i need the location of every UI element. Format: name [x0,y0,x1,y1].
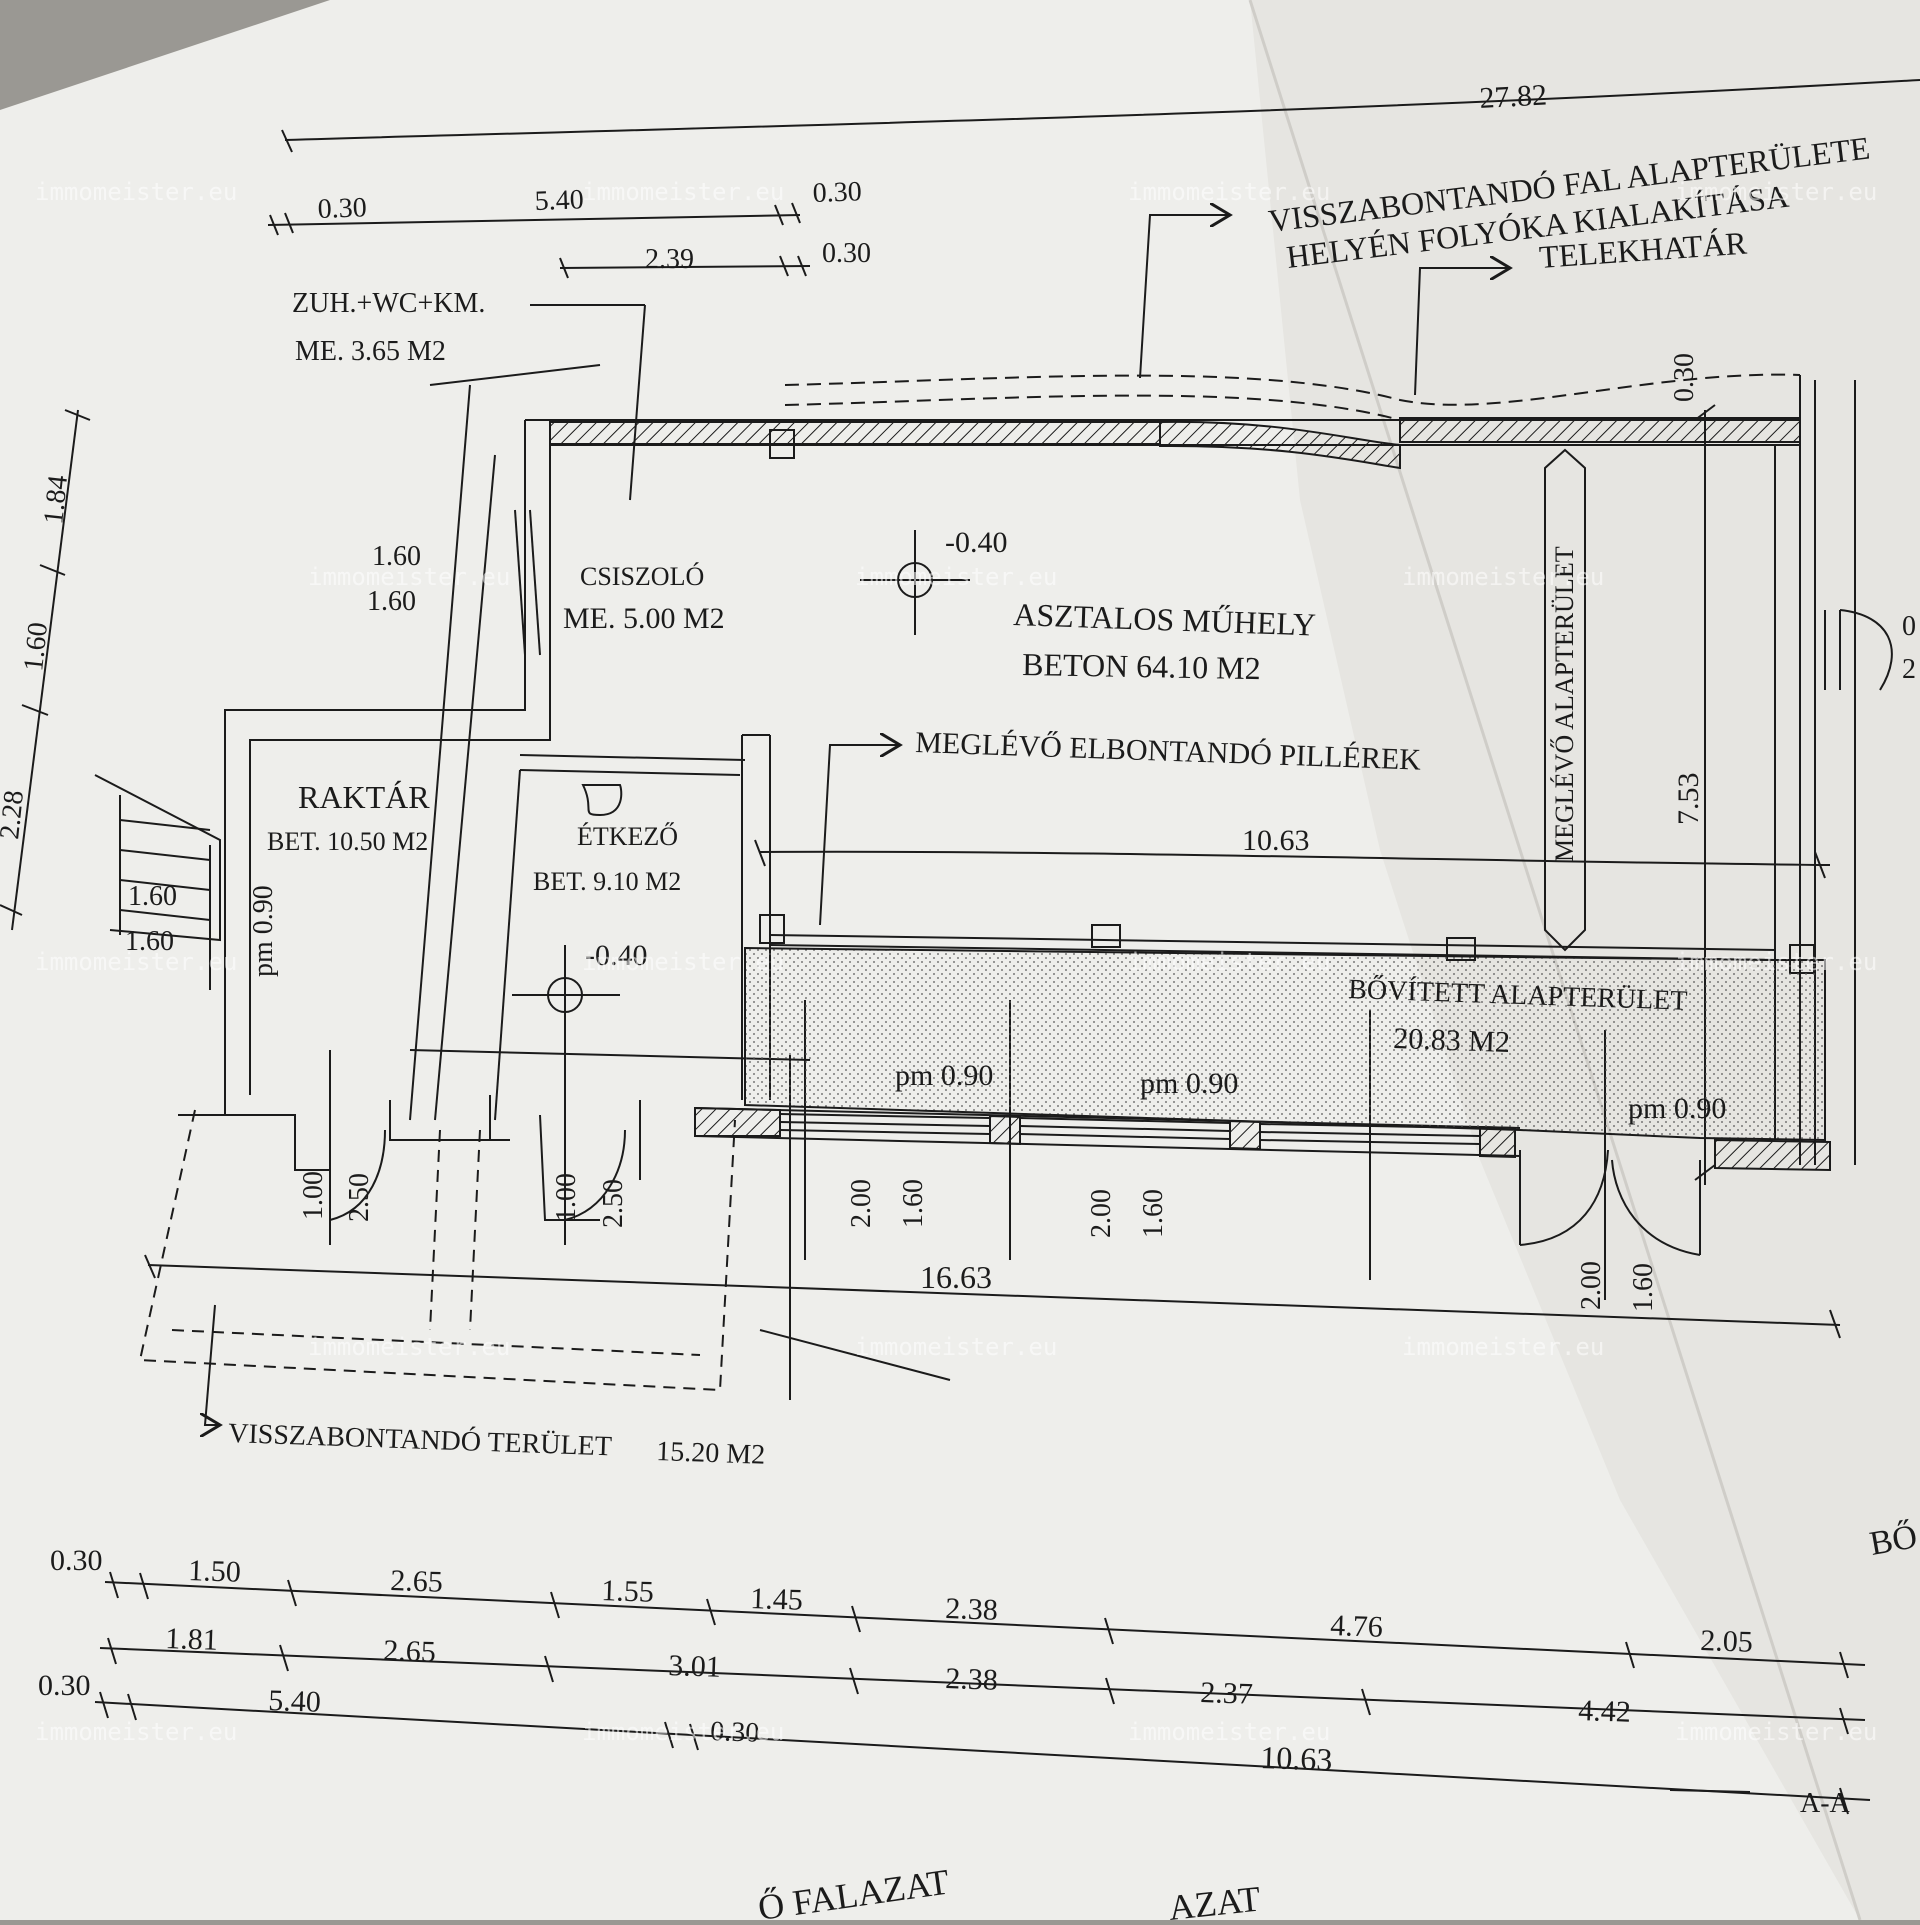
watermark: immomeister.eu [1402,1333,1604,1361]
dim-left-228: 2.28 [0,789,30,841]
dim-top-030b: 0.30 [812,176,862,209]
watermark: immomeister.eu [582,178,784,206]
door-dim-3: 1.00 [551,1173,582,1222]
dim-total-1663: 16.63 [920,1259,992,1295]
bo-partial: BŐ [1867,1517,1920,1563]
hatched-walls [549,417,1831,1172]
right-edge-1: 0 [1902,611,1916,642]
window-h-3b: 1.60 [1628,1263,1659,1312]
b1-4: 1.45 [750,1582,804,1617]
watermark: immomeister.eu [35,178,237,206]
window-h-2a: 2.00 [1086,1189,1117,1238]
b1-5: 2.38 [945,1592,999,1627]
top-total-dimension: 27.82 [1479,79,1548,115]
b3-2: 0.30 [710,1716,760,1749]
b2-4: 2.37 [1200,1676,1254,1711]
b2-5: 4.42 [1578,1694,1632,1729]
dim-csiszolo-a: 1.60 [372,541,421,572]
watermark: immomeister.eu [35,1718,237,1746]
csiszolo-label: CSISZOLÓ [580,562,704,591]
b1-1: 1.50 [188,1554,242,1589]
csiszolo-area: ME. 5.00 M2 [563,602,725,635]
dining-label: ÉTKEZŐ [577,822,678,851]
watermark: immomeister.eu [1402,563,1604,591]
dim-top-540: 5.40 [534,184,584,217]
dim-stair-a: 1.60 [128,881,177,912]
dim-left-160: 1.60 [18,621,54,673]
watermark: immomeister.eu [35,948,237,976]
extended-area-value: 20.83 M2 [1393,1022,1511,1059]
storage-label: RAKTÁR [298,779,430,815]
dim-top-030a: 0.30 [317,192,367,225]
dim-top-239: 2.39 [645,244,694,275]
watermarks: immomeister.eu immomeister.eu immomeiste… [35,178,1877,1746]
bathroom-label: ZUH.+WC+KM. [292,288,485,319]
watermark: immomeister.eu [855,1333,1057,1361]
dim-left-184: 1.84 [38,474,74,526]
pm-window-3: pm 0.90 [1628,1092,1726,1125]
b1-2: 2.65 [390,1564,444,1599]
watermark: immomeister.eu [582,948,784,976]
door-dim-2: 2.50 [344,1173,375,1222]
watermark: immomeister.eu [308,1333,510,1361]
dim-top-030c: 0.30 [822,238,871,269]
window-h-1a: 2.00 [846,1179,877,1228]
pm-left: pm 0.90 [248,885,279,977]
demolish-area-value: 15.20 M2 [656,1436,766,1471]
bathroom-area: ME. 3.65 M2 [295,336,446,367]
level-etkezo: -0.40 [585,939,648,972]
watermark: immomeister.eu [1675,948,1877,976]
pm-window-1: pm 0.90 [895,1059,993,1092]
door-dim-4: 2.50 [598,1179,629,1228]
watermark: immomeister.eu [582,1718,784,1746]
watermark: immomeister.eu [308,563,510,591]
dim-inner-1063: 10.63 [1242,824,1310,857]
watermark: immomeister.eu [1675,178,1877,206]
b2-3: 2.38 [945,1662,999,1697]
dim-wall-030: 0.30 [1669,353,1700,402]
door-dim-1: 1.00 [298,1171,329,1220]
watermark: immomeister.eu [1128,1718,1330,1746]
window-h-1b: 1.60 [898,1179,929,1228]
dining-area: BET. 9.10 M2 [533,867,681,896]
extended-area [744,946,1826,1142]
b2-2: 3.01 [668,1649,722,1684]
existing-area-label: MEGLÉVŐ ALAPTERÜLET [1550,546,1579,862]
linework [0,79,1920,1815]
watermark: immomeister.eu [1128,178,1330,206]
b1-3: 1.55 [601,1574,655,1609]
b1-7: 2.05 [1700,1624,1754,1659]
b1-0: 0.30 [50,1544,103,1577]
window-h-3a: 2.00 [1576,1261,1607,1310]
workshop-area: BETON 64.10 M2 [1022,646,1261,686]
pm-window-2: pm 0.90 [1140,1067,1238,1100]
dim-stair-b: 1.60 [125,926,174,957]
section-mark: A-A [1800,1788,1851,1819]
watermark: immomeister.eu [1675,1718,1877,1746]
watermark: immomeister.eu [855,563,1057,591]
b1-6: 4.76 [1330,1609,1384,1644]
dim-csiszolo-b: 1.60 [367,586,416,617]
storage-area: BET. 10.50 M2 [267,827,428,856]
b3-3: 10.63 [1260,1739,1333,1777]
b3-0: 0.30 [38,1669,91,1702]
b3-1: 5.40 [268,1684,322,1719]
b2-0: 1.81 [165,1622,219,1657]
right-edge-2: 2 [1902,654,1916,685]
watermark: immomeister.eu [1128,948,1330,976]
dim-753: 7.53 [1672,773,1705,826]
b2-1: 2.65 [383,1634,437,1669]
falazat-2: AZAT [1167,1879,1263,1920]
window-h-2b: 1.60 [1138,1189,1169,1238]
level-muhely: -0.40 [945,526,1008,559]
